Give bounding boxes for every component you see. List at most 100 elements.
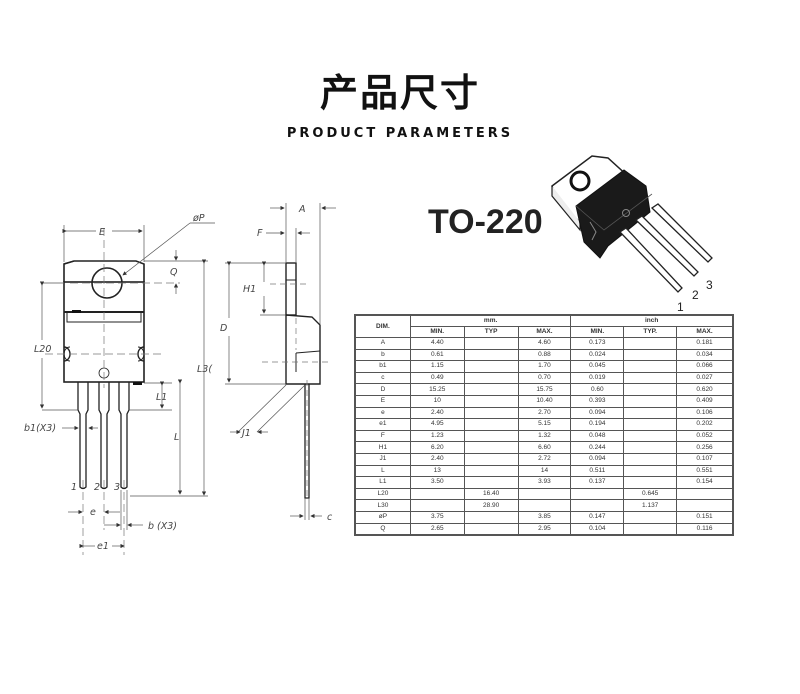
table-cell-mm-min: 6.20 [409, 441, 465, 454]
page-title: 产品尺寸 [319, 71, 480, 115]
table-cell-mm-max [517, 499, 572, 512]
table-cell-mm-min: 3.75 [409, 510, 465, 524]
package-pin-3: 3 [706, 278, 713, 292]
table-cell-mm-min: 1.23 [409, 429, 465, 443]
table-subheader-mm-min: MIN. [409, 326, 465, 338]
package-pin-numbers: 1 2 3 [677, 278, 713, 314]
table-cell-in-typ [623, 476, 678, 489]
dim-label-Q: Q [170, 267, 178, 278]
table-cell-mm-min: 3.50 [409, 476, 465, 489]
table-cell-in-min: 0.024 [570, 348, 625, 362]
table-cell-mm-typ [463, 383, 519, 396]
table-cell-mm-typ [463, 441, 519, 454]
table-cell-in-min: 0.104 [570, 522, 625, 536]
dim-label-E: E [99, 227, 105, 238]
table-cell-in-max: 0.181 [676, 337, 733, 350]
table-cell-dim: H1 [355, 441, 411, 454]
table-cell-in-min: 0.048 [570, 429, 625, 443]
package-pin-2: 2 [692, 288, 699, 302]
table-cell-mm-typ [463, 371, 519, 385]
table-cell-mm-max [517, 487, 572, 501]
table-cell-in-min: 0.147 [570, 510, 625, 524]
table-cell-in-max: 0.409 [676, 394, 733, 408]
table-cell-mm-max: 0.88 [517, 348, 572, 362]
table-cell-mm-max: 3.85 [517, 510, 572, 524]
table-cell-in-min: 0.244 [570, 441, 625, 454]
table-cell-in-max: 0.107 [676, 452, 733, 466]
table-cell-dim: øP [355, 510, 411, 524]
table-cell-in-max: 0.106 [676, 406, 733, 420]
pin-label-1: 1 [71, 482, 77, 493]
table-cell-in-typ [623, 418, 678, 431]
table-cell-mm-typ [463, 510, 519, 524]
table-subheader-mm-max: MAX. [517, 326, 572, 338]
table-cell-in-typ [623, 464, 678, 478]
table-cell-mm-typ [463, 406, 519, 420]
table-cell-in-min [570, 487, 625, 501]
table-cell-mm-max: 2.95 [517, 522, 572, 536]
table-cell-in-typ [623, 522, 678, 536]
table-cell-mm-max: 15.75 [517, 383, 572, 396]
table-cell-in-typ [623, 441, 678, 454]
dim-label-e: e [90, 507, 96, 518]
table-row: L30 28.90 1.137 [355, 499, 733, 512]
table-cell-in-max: 0.256 [676, 441, 733, 454]
table-cell-dim: L1 [355, 476, 411, 489]
dim-label-b: b (X3) [148, 521, 177, 532]
dim-label-L30: L3( [197, 364, 213, 375]
table-cell-in-min: 0.094 [570, 452, 625, 466]
package-pin-1: 1 [677, 300, 684, 314]
table-cell-mm-typ: 16.40 [463, 487, 519, 501]
table-cell-dim: L30 [355, 499, 411, 512]
dim-label-phiP: øP [192, 213, 205, 224]
table-cell-in-max [676, 499, 733, 512]
dim-label-e1: e1 [97, 541, 109, 552]
table-cell-mm-min: 0.61 [409, 348, 465, 362]
table-cell-in-typ [623, 371, 678, 385]
table-cell-mm-max: 1.32 [517, 429, 572, 443]
table-cell-mm-max: 0.70 [517, 371, 572, 385]
table-cell-mm-min: 4.95 [409, 418, 465, 431]
table-cell-mm-min: 15.25 [409, 383, 465, 396]
table-cell-in-min: 0.173 [570, 337, 625, 350]
table-subheader-inch-max: MAX. [676, 326, 733, 338]
table-cell-mm-max: 10.40 [517, 394, 572, 408]
table-cell-dim: A [355, 337, 411, 350]
dim-label-L1: L1 [156, 392, 167, 403]
table-cell-in-typ [623, 394, 678, 408]
table-header-mm: mm. [409, 315, 572, 327]
table-cell-in-typ [623, 348, 678, 362]
table-cell-mm-min: 1.15 [409, 360, 465, 373]
table-cell-mm-typ [463, 348, 519, 362]
table-cell-in-typ: 0.645 [623, 487, 678, 501]
table-cell-in-typ [623, 510, 678, 524]
table-cell-in-min: 0.137 [570, 476, 625, 489]
table-cell-mm-max: 3.93 [517, 476, 572, 489]
front-view [39, 222, 215, 555]
table-cell-in-max: 0.116 [676, 522, 733, 536]
table-cell-in-max: 0.154 [676, 476, 733, 489]
table-cell-mm-typ: 28.90 [463, 499, 519, 512]
table-cell-dim: e1 [355, 418, 411, 431]
table-cell-dim: b1 [355, 360, 411, 373]
table-cell-in-typ: 1.137 [623, 499, 678, 512]
table-cell-dim: c [355, 371, 411, 385]
table-cell-in-max: 0.034 [676, 348, 733, 362]
table-cell-mm-max: 6.60 [517, 441, 572, 454]
table-cell-mm-max: 2.72 [517, 452, 572, 466]
side-view [225, 203, 336, 520]
dim-label-F: F [257, 228, 263, 239]
table-cell-in-typ [623, 429, 678, 443]
